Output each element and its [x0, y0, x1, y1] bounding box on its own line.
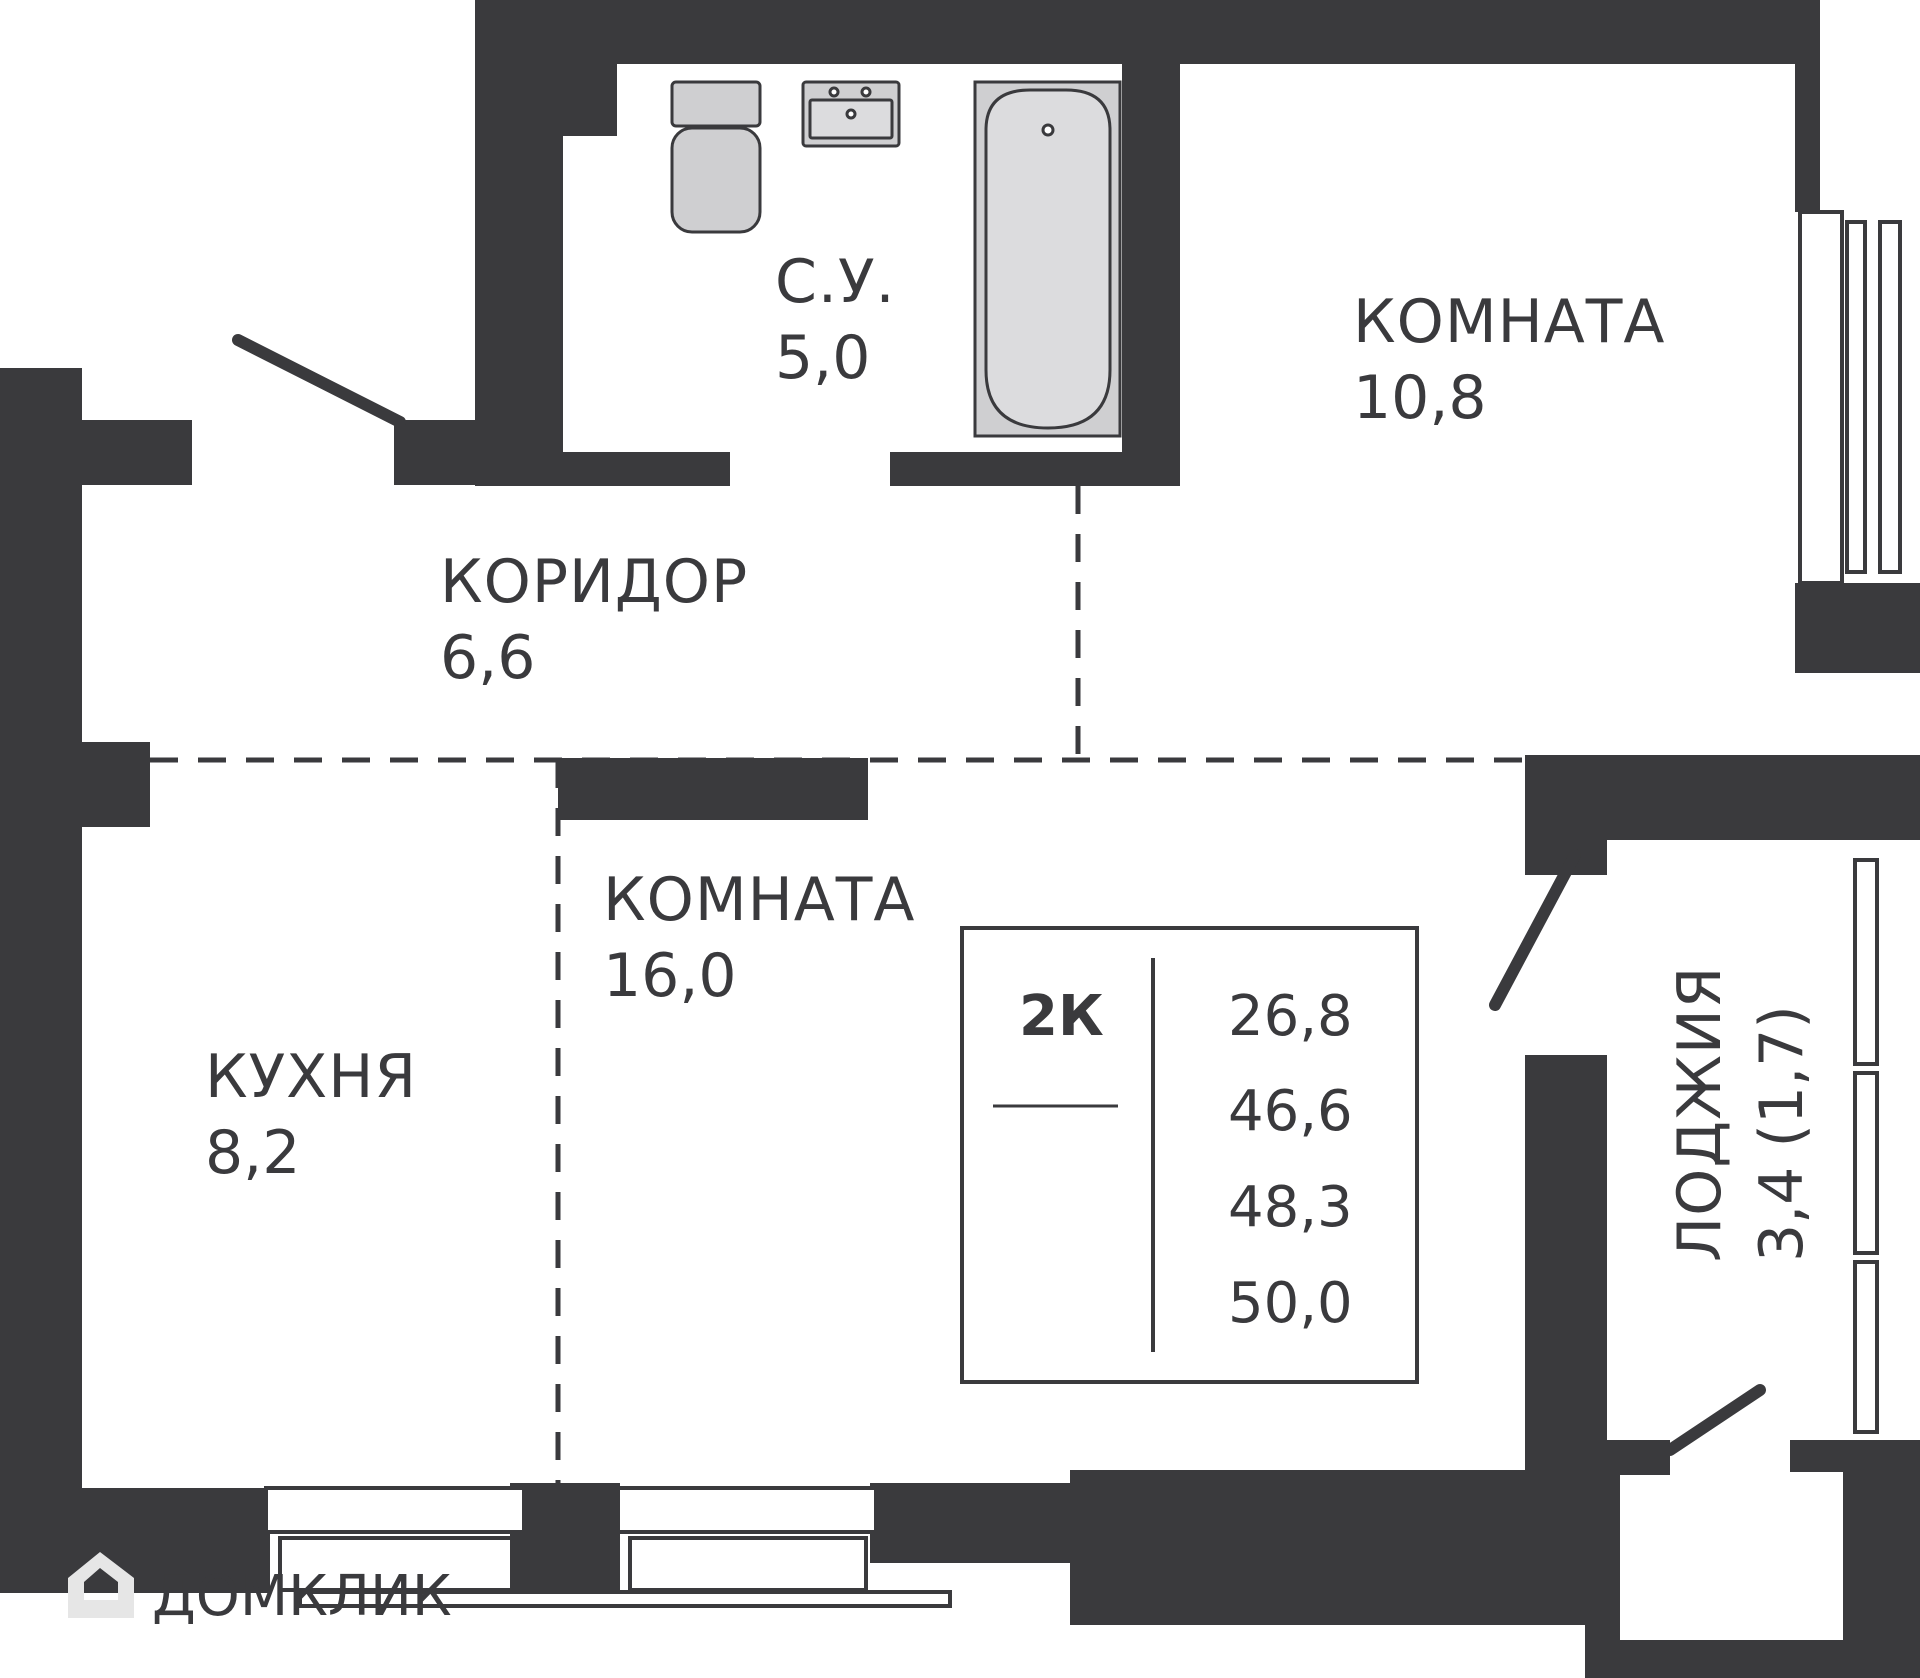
room-area-corridor: 6,6 — [440, 623, 535, 693]
room-area-bathroom: 5,0 — [775, 323, 870, 393]
wall-bath-left — [475, 0, 563, 455]
bathtub-icon — [973, 80, 1122, 438]
wall-bottom-left — [0, 1483, 270, 1593]
window-bottom-1b — [278, 1536, 514, 1592]
wall-left-stub-bottom — [82, 742, 150, 827]
wall-shaft-top-right — [1790, 1440, 1920, 1472]
wall-loggia-door-pier — [1525, 1055, 1607, 1485]
loggia-label-group: ЛОДЖИЯ 3,4 (1,7) — [1665, 966, 1817, 1262]
summary-value-4: 50,0 — [1228, 1271, 1353, 1336]
wall-left — [0, 368, 82, 1593]
summary-value-3: 48,3 — [1228, 1175, 1353, 1240]
wall-partition-mid — [558, 758, 868, 820]
summary-value-2: 46,6 — [1228, 1079, 1353, 1144]
domclick-logo-icon — [68, 1552, 134, 1618]
toilet-icon — [670, 80, 762, 234]
room-area-kitchen: 8,2 — [205, 1118, 300, 1188]
window-bottom-sill — [298, 1590, 952, 1608]
room-area-loggia: 3,4 (1,7) — [1747, 1005, 1817, 1262]
room-name-loggia: ЛОДЖИЯ — [1665, 966, 1735, 1262]
door-loggia-bottom — [1664, 1384, 1766, 1456]
wall-right-lower-pier — [1525, 755, 1607, 875]
sink-icon — [801, 80, 901, 148]
doors — [232, 334, 1766, 1456]
zone-lines — [150, 486, 1525, 1483]
door-entry — [232, 334, 406, 428]
wall-shaft-right — [1843, 1440, 1920, 1678]
summary-value-1: 26,8 — [1228, 984, 1353, 1049]
room-area-small: 10,8 — [1353, 363, 1487, 433]
summary-border — [960, 926, 1419, 1384]
window-bottom-1a — [264, 1486, 526, 1534]
window-bottom-2b — [628, 1536, 868, 1592]
room-name-bathroom: С.У. — [775, 247, 896, 317]
windows — [264, 210, 1902, 1608]
wall-entry-right — [394, 420, 475, 485]
watermark: ДОМКЛИК — [68, 1552, 452, 1629]
window-loggia-3 — [1853, 1260, 1879, 1434]
bottom-left-interior — [82, 1483, 270, 1488]
window-right-1 — [1798, 210, 1844, 585]
room-area-large: 16,0 — [603, 941, 737, 1011]
wall-right-top — [1795, 0, 1820, 212]
room-name-large: КОМНАТА — [603, 865, 915, 935]
wall-left-stub-top — [82, 420, 192, 485]
watermark-text: ДОМКЛИК — [152, 1564, 452, 1629]
wall-right-mid — [1795, 583, 1920, 673]
window-right-2 — [1845, 220, 1867, 574]
door-loggia — [1489, 849, 1581, 1011]
room-name-corridor: КОРИДОР — [440, 547, 748, 617]
window-bottom-2a — [616, 1486, 878, 1534]
window-right-3 — [1878, 220, 1902, 574]
summary-table: 2К 26,8 46,6 48,3 50,0 — [960, 926, 1419, 1384]
summary-type: 2К — [1019, 984, 1104, 1049]
room-name-kitchen: КУХНЯ — [205, 1042, 417, 1112]
interiors — [82, 1475, 1842, 1640]
wall-bath-right — [1122, 0, 1180, 486]
shaft-interior — [1620, 1475, 1842, 1640]
wall-bottom-pier-1 — [510, 1483, 620, 1593]
window-loggia-1 — [1853, 858, 1879, 1066]
room-name-small: КОМНАТА — [1353, 287, 1665, 357]
wall-bath-bottom-left — [475, 452, 730, 486]
wall-bath-stub — [563, 64, 617, 136]
wall-bottom-step — [1260, 1470, 1590, 1510]
window-loggia-2 — [1853, 1071, 1879, 1255]
